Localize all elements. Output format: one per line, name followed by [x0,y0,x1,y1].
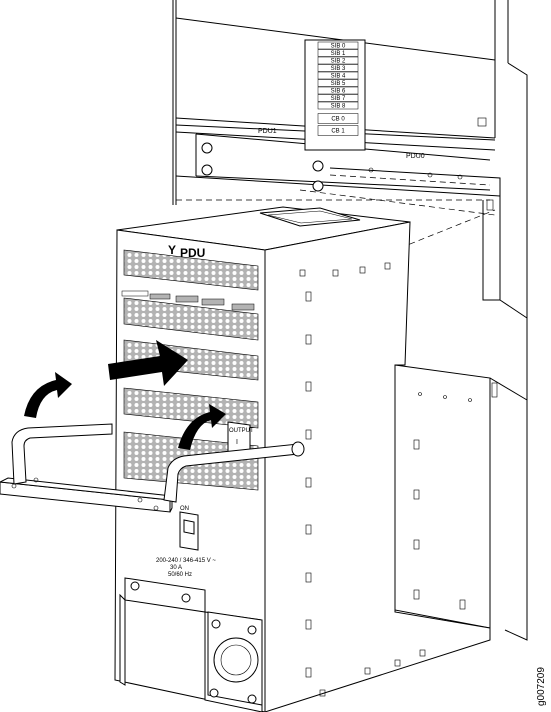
power-inlet[interactable] [207,611,263,706]
rating-line-1: 200-240 / 346-415 V ~ [156,558,216,564]
pdu0-label: PDU0 [406,153,425,160]
output-label: OUTPUT [229,428,254,434]
rail-screw-4 [312,180,324,192]
sib-label-box [317,56,359,65]
sib-label: SIB 1 [331,51,346,57]
terminal-screw-2 [181,593,191,603]
sib-label: SIB 7 [331,96,346,102]
sib-label-box [317,49,359,57]
cb-label: CB 0 [331,117,345,123]
rail-screw-2 [201,164,213,176]
output-symbol: I [236,439,238,446]
rating-line-2: 30 A [170,565,182,571]
figure-id: g007209 [536,667,547,706]
sib-label-box [317,79,359,87]
side-slots [299,262,466,697]
sib-label: SIB 3 [331,66,346,72]
pdu1-label: PDU1 [258,128,277,135]
inlet-screw-tl [211,619,221,629]
sib-label: SIB 4 [331,74,346,80]
insert-direction-arrow [108,340,188,386]
sib-label: SIB 0 [331,44,346,50]
router-chassis [172,0,528,641]
power-switch[interactable]: ON [179,506,199,551]
rail-screw-1 [201,142,213,154]
sib-label-box [317,101,359,110]
rail-screw-3 [312,160,324,172]
inlet-screw-br [247,694,257,704]
sib-label: SIB 6 [331,89,346,95]
rating-line-3: 50/60 Hz [168,572,192,578]
chassis-lower-section [394,364,528,629]
cb-label: CB 1 [331,129,345,135]
cb-label-box [317,113,359,124]
sib-label: SIB 5 [331,81,346,87]
connector-labels [121,290,255,311]
sib-label-box [317,94,359,102]
front-handle[interactable] [0,423,305,513]
pdu-module-symbol: Y [168,243,176,257]
inlet-screw-bl [209,688,219,698]
sib-label-box [317,64,359,72]
sib-label-box [317,41,359,50]
inlet-screw-tr [247,625,257,635]
sib-label-box [317,86,359,95]
rotate-arrow-right [178,404,226,450]
sib-label-box [317,71,359,80]
rotate-arrow-left [24,372,72,418]
pdu-module-title: PDU [180,246,205,260]
on-label: ON [180,506,189,512]
handle-end-cap [291,441,305,457]
inlet-socket[interactable] [213,637,259,683]
cb-label-box [317,125,359,136]
sib-label: SIB 2 [331,59,346,65]
terminal-screw-1 [130,581,140,591]
pdu-module: Y PDU OUTPUT I ON 200-240 / 346-415 V ~ … [114,206,491,712]
sib-label: SIB 8 [331,104,346,110]
